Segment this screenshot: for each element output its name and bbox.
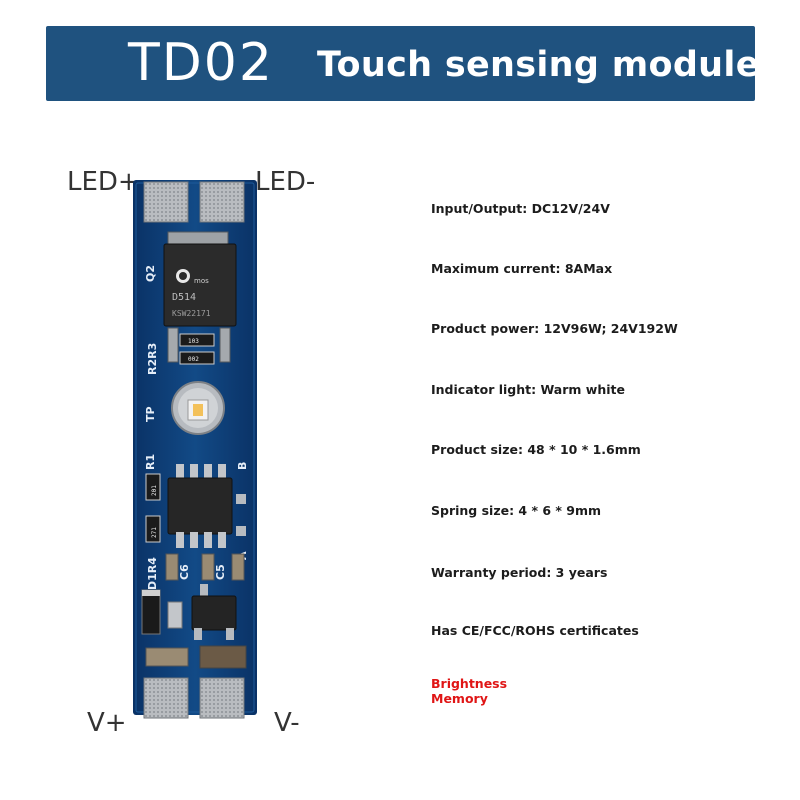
- pad-led-plus: [143, 181, 189, 223]
- voltage-regulator: [191, 595, 237, 631]
- label-q2: Q2: [144, 265, 157, 282]
- spec-max-current: Maximum current: 8AMax: [431, 261, 613, 276]
- label-c5: C5: [214, 564, 227, 580]
- model-number: TD02: [128, 33, 274, 93]
- pcb-board: mos D514 KSW22171 Q2 R2R3 103 002 TP R1 …: [133, 180, 257, 719]
- feature-brightness-memory: Brightness Memory: [431, 676, 508, 706]
- pin-label-led-minus: LED-: [255, 167, 316, 197]
- pin-label-v-plus: V+: [87, 708, 127, 738]
- label-r1: R1: [144, 454, 157, 470]
- spec-warranty: Warranty period: 3 years: [431, 565, 608, 580]
- product-title: Touch sensing module: [317, 45, 760, 85]
- resistor-r4-code: 271: [151, 527, 158, 538]
- pad-v-minus: [199, 677, 245, 719]
- pin-label-led-plus: LED+: [67, 167, 140, 197]
- spec-product-size: Product size: 48 * 10 * 1.6mm: [431, 442, 641, 457]
- spec-spring-size: Spring size: 4 * 6 * 9mm: [431, 503, 602, 518]
- mosfet-q2: [163, 243, 237, 327]
- chip-lot: KSW22171: [172, 309, 211, 318]
- spec-indicator-light: Indicator light: Warm white: [431, 382, 625, 397]
- warm-led-icon: [193, 404, 203, 416]
- diode-d1: [141, 589, 161, 635]
- resistor-r3-code: 002: [188, 356, 199, 363]
- pin-label-v-minus: V-: [274, 708, 300, 738]
- spec-product-power: Product power: 12V96W; 24V192W: [431, 321, 678, 336]
- label-r2r3: R2R3: [146, 343, 159, 375]
- resistor-r1-code: 201: [151, 485, 158, 496]
- spec-certificates: Has CE/FCC/ROHS certificates: [431, 623, 639, 638]
- pad-v-plus: [143, 677, 189, 719]
- chip-brand: mos: [194, 277, 209, 285]
- label-c6: C6: [178, 564, 191, 580]
- label-d1r4: D1R4: [146, 557, 159, 590]
- touch-ic: [167, 464, 233, 548]
- label-b: B: [236, 462, 249, 470]
- label-tp: TP: [144, 406, 157, 422]
- pad-led-minus: [199, 181, 245, 223]
- spec-input-output: Input/Output: DC12V/24V: [431, 201, 610, 216]
- chip-code: D514: [172, 292, 196, 303]
- title-banner: [46, 26, 755, 101]
- resistor-r2-code: 103: [188, 338, 199, 345]
